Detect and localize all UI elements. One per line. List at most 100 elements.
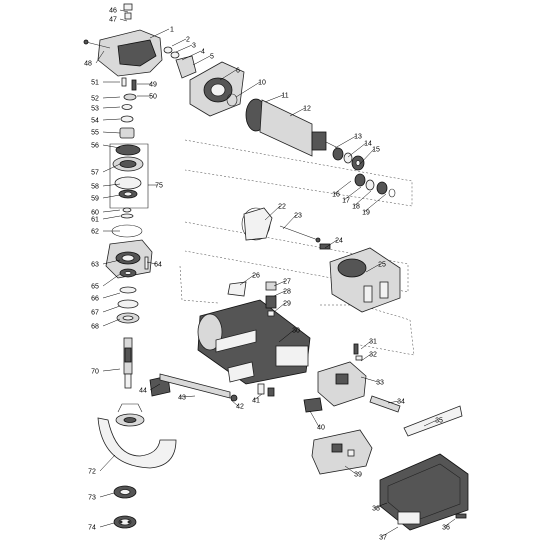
leader-line — [360, 376, 379, 383]
leader-line — [102, 259, 121, 265]
leader-line — [239, 274, 255, 286]
ring-10 — [226, 93, 238, 107]
part-number-4: 4 — [201, 49, 205, 56]
part-number-15: 15 — [372, 147, 380, 154]
part-number-22: 22 — [278, 204, 286, 211]
part-number-38: 38 — [372, 506, 380, 513]
part-number-47: 47 — [109, 17, 117, 24]
leader-line — [273, 302, 286, 313]
assembly-outline — [109, 143, 149, 209]
leader-line — [102, 292, 121, 299]
part-number-11: 11 — [281, 93, 288, 100]
leader-line — [360, 340, 372, 350]
part-number-62: 62 — [91, 229, 99, 236]
leader-line — [289, 107, 306, 117]
leader-line — [95, 50, 105, 64]
leader-line — [423, 419, 438, 427]
leader-line — [443, 518, 456, 528]
cover-screw — [455, 513, 467, 519]
part-number-64: 64 — [154, 262, 162, 269]
leader-line — [119, 18, 128, 22]
part-number-34: 34 — [397, 399, 405, 406]
wheel-guard — [97, 403, 177, 469]
field-stator — [329, 247, 401, 313]
leader-line — [102, 273, 121, 287]
part-number-65: 65 — [91, 284, 99, 291]
part-number-5: 5 — [210, 54, 214, 61]
part-number-10: 10 — [258, 80, 266, 87]
part-number-66: 66 — [91, 296, 99, 303]
part-number-13: 13 — [354, 134, 362, 141]
leader-line — [334, 135, 357, 149]
leader-line — [179, 395, 196, 398]
leader-line — [282, 214, 297, 230]
part-number-44: 44 — [139, 388, 147, 395]
leader-line — [360, 353, 372, 362]
part-number-32: 32 — [369, 352, 377, 359]
leader-line — [264, 94, 284, 103]
leader-line — [373, 502, 388, 509]
part-number-3: 3 — [192, 43, 196, 50]
rear-bearings — [332, 147, 396, 198]
part-number-51: 51 — [91, 80, 99, 87]
leader-line — [219, 69, 237, 81]
rear-cover — [379, 453, 469, 531]
spindle-bearing-stack — [116, 268, 140, 324]
leader-line — [278, 329, 295, 343]
leader-line — [363, 193, 387, 213]
part-number-60: 60 — [91, 210, 99, 217]
leader-line — [99, 492, 115, 498]
part-number-73: 73 — [88, 495, 96, 502]
spindle-parts — [119, 77, 137, 139]
part-number-33: 33 — [376, 380, 384, 387]
leader-line — [171, 38, 187, 47]
leader-line — [102, 194, 121, 199]
leader-line — [102, 144, 121, 149]
part-number-74: 74 — [88, 525, 96, 532]
part-number-14: 14 — [364, 141, 372, 148]
leader-line — [273, 290, 286, 297]
leader-line — [102, 209, 121, 213]
part-number-16: 16 — [332, 192, 340, 199]
leader-line — [102, 305, 121, 313]
part-number-17: 17 — [342, 198, 350, 205]
leader-lines — [95, 9, 456, 538]
part-number-61: 61 — [91, 217, 99, 224]
part-number-19: 19 — [362, 210, 370, 217]
part-number-12: 12 — [303, 106, 311, 113]
leader-line — [102, 118, 121, 121]
leader-line — [273, 280, 286, 287]
leader-line — [102, 318, 121, 327]
leader-line — [380, 526, 399, 538]
part-number-54: 54 — [91, 118, 99, 125]
leader-line — [102, 183, 121, 187]
part-number-37: 37 — [379, 535, 387, 542]
leader-line — [235, 81, 261, 98]
guide-line — [179, 265, 219, 304]
leader-line — [181, 50, 202, 61]
part-number-55: 55 — [91, 130, 99, 137]
leader-line — [387, 400, 400, 404]
part-number-29: 29 — [283, 301, 291, 308]
part-number-40: 40 — [317, 425, 325, 432]
part-number-23: 23 — [294, 213, 302, 220]
part-number-56: 56 — [91, 143, 99, 150]
leader-line — [365, 263, 381, 273]
leader-line — [324, 239, 338, 249]
leader-line — [102, 131, 121, 134]
guide-line — [320, 304, 415, 356]
leader-line — [333, 180, 352, 195]
strain-relief-sleeve — [369, 395, 401, 413]
leader-line — [99, 454, 116, 472]
leader-line — [149, 28, 170, 39]
part-number-27: 27 — [283, 279, 291, 286]
armature — [245, 98, 343, 157]
part-number-41: 41 — [252, 398, 260, 405]
part-number-67: 67 — [91, 310, 99, 317]
part-number-18: 18 — [352, 204, 360, 211]
inner-flange — [113, 485, 137, 499]
part-number-35: 35 — [435, 418, 443, 425]
leader-line — [359, 148, 375, 165]
